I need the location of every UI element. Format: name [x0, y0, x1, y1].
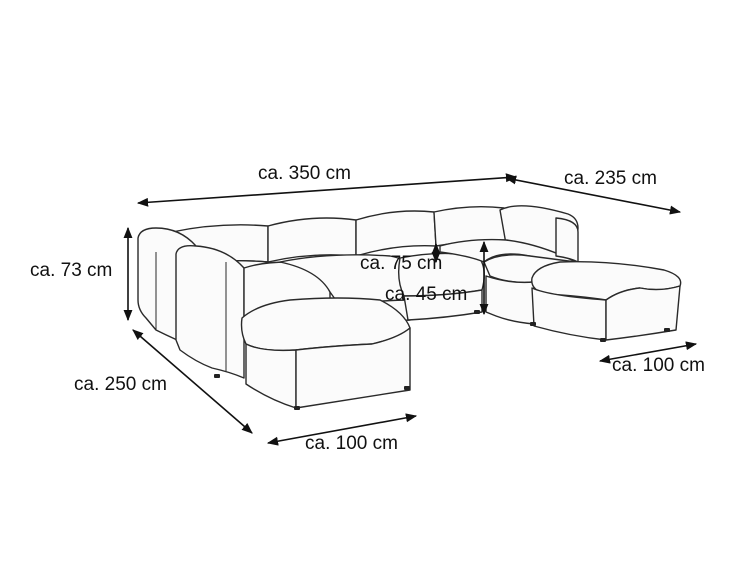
left-depth-label: ca. 250 cm [74, 374, 167, 395]
foot [474, 310, 480, 314]
foot [530, 322, 536, 326]
foot [214, 374, 220, 378]
right-seat-front [485, 275, 535, 325]
right-ottoman-dimension-line [598, 341, 698, 364]
right-depth-label: ca. 235 cm [564, 168, 657, 189]
foot [600, 338, 606, 342]
right-depth-dimension-line [504, 175, 682, 215]
seat-height-label: ca. 45 cm [385, 284, 468, 305]
sofa-illustration [137, 205, 682, 410]
right-ottoman-label: ca. 100 cm [612, 355, 705, 376]
seat-depth-label: ca. 75 cm [360, 253, 443, 274]
right-ottoman-side [605, 285, 681, 341]
left-ottoman-front [245, 343, 297, 409]
height-label: ca. 73 cm [30, 260, 113, 281]
width-label: ca. 350 cm [258, 163, 351, 184]
left-ottoman-label: ca. 100 cm [305, 433, 398, 454]
back-cushion-3 [355, 210, 437, 257]
left-depth-dimension-line [132, 329, 253, 434]
foot [294, 406, 300, 410]
foot [664, 328, 670, 332]
right-back-side [555, 217, 579, 263]
left-ottoman-side [295, 327, 411, 409]
left-armrest-module [175, 244, 245, 379]
left-ottoman-dimension-line [266, 413, 418, 446]
foot [404, 386, 410, 390]
width-dimension-line [136, 173, 518, 207]
